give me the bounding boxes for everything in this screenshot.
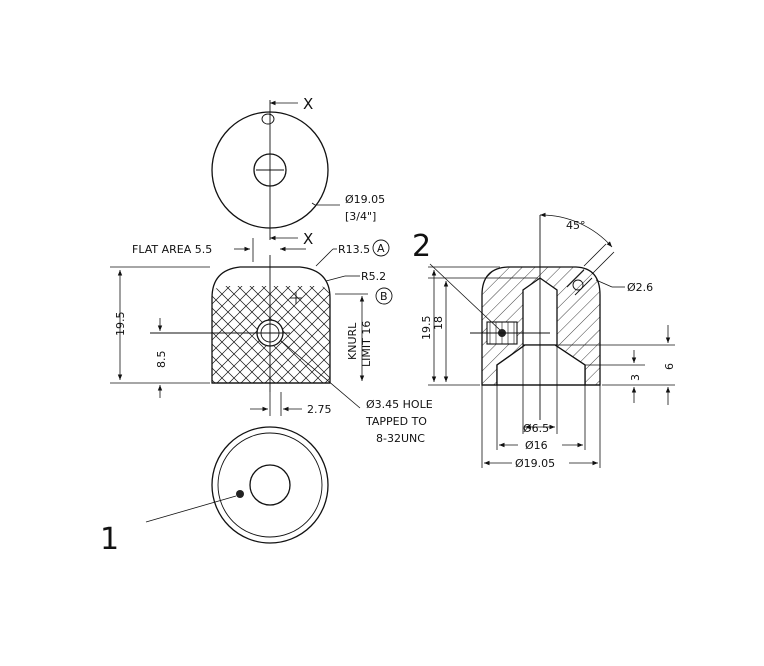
angle-label: 45° <box>566 219 586 232</box>
offset-label: 2.75 <box>307 403 332 416</box>
depth-six-label: 6 <box>663 363 676 370</box>
section-view: 45° Ø2.6 2 19.5 18 6 3 <box>412 212 676 470</box>
set-screw-dot <box>236 490 244 498</box>
front-view: FLAT AREA 5.5 R13.5 A R5.2 B 19.5 8.5 KN… <box>110 238 433 445</box>
section-mark-bottom: X <box>303 230 313 248</box>
radius-b-label: R5.2 <box>361 270 386 283</box>
section-mark-top: X <box>303 95 313 113</box>
circle-marker-b <box>375 287 393 305</box>
flat-area-label: FLAT AREA 5.5 <box>132 243 212 256</box>
outer-diameter-label: Ø19.05 <box>515 457 555 470</box>
circle-marker-a <box>372 239 390 257</box>
section-inner-height-label: 18 <box>432 316 445 330</box>
hole-note-line2: TAPPED TO <box>365 415 427 428</box>
hole-height-label: 8.5 <box>155 351 168 369</box>
svg-text:B: B <box>380 290 388 303</box>
top-view: X X Ø19.05 [3/4"] <box>211 95 385 248</box>
small-hole-label: Ø2.6 <box>627 281 653 294</box>
svg-text:A: A <box>377 242 385 255</box>
knurl-label: KNURL <box>346 322 359 360</box>
bottom-view: 1 <box>100 426 329 557</box>
bottom-view-bore-circle <box>249 464 291 506</box>
knurl-limit-label: LIMIT 16 <box>360 321 373 367</box>
hole-note-line3: 8-32UNC <box>376 432 425 445</box>
front-height-label: 19.5 <box>114 312 127 337</box>
recess-diameter-label: Ø16 <box>525 439 548 452</box>
depth-three-label: 3 <box>629 374 642 381</box>
section-height-label: 19.5 <box>420 316 433 341</box>
top-view-diameter-inch-label: [3/4"] <box>345 210 376 223</box>
callout-one: 1 <box>100 522 119 557</box>
top-view-screw-slot <box>261 113 275 125</box>
bore-diameter-label: Ø6.5 <box>523 422 549 435</box>
radius-a-label: R13.5 <box>338 243 370 256</box>
hole-note-line1: Ø3.45 HOLE <box>366 398 433 411</box>
bottom-view-outer-circle <box>211 426 329 544</box>
callout-two: 2 <box>412 229 431 264</box>
top-view-diameter-label: Ø19.05 <box>345 193 385 206</box>
